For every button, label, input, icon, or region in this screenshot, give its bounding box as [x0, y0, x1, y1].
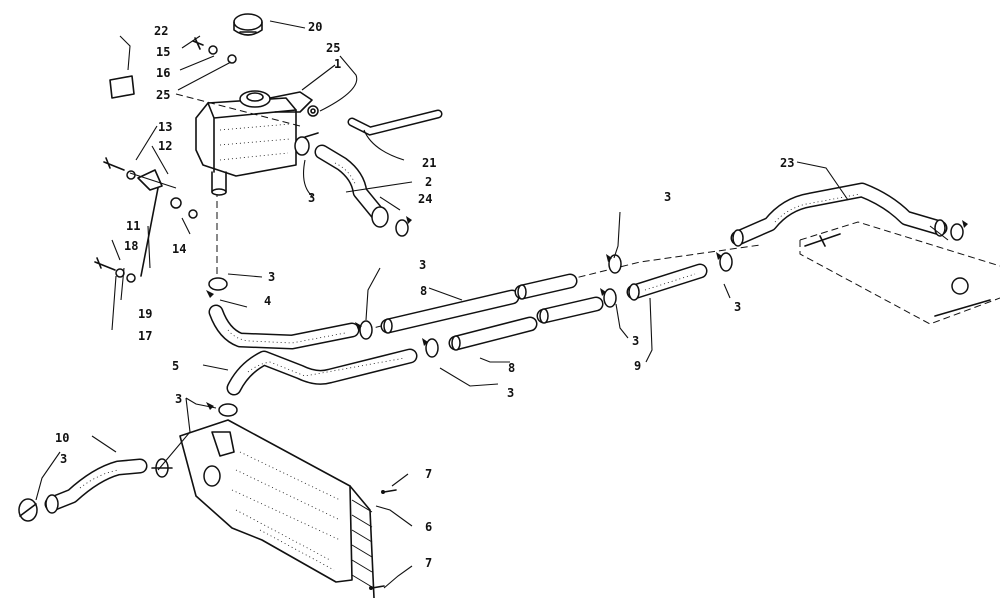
callout-19: 19 — [138, 307, 152, 321]
callout-11: 11 — [126, 219, 140, 233]
radiator-heat-exchanger — [179, 419, 375, 598]
callout-7b: 7 — [425, 556, 432, 570]
mounting-bracket — [94, 157, 198, 283]
callout-21: 21 — [422, 156, 436, 170]
callout-18: 18 — [124, 239, 138, 253]
callout-7a: 7 — [425, 467, 432, 481]
coolant-tube-short-upper — [514, 273, 578, 300]
overflow-hose — [347, 109, 443, 136]
callout-17: 17 — [138, 329, 152, 343]
callout-9: 9 — [634, 359, 641, 373]
callout-5: 5 — [172, 359, 179, 373]
hose-clamp-a — [294, 132, 319, 156]
callout-20: 20 — [308, 20, 322, 34]
connector-hose — [626, 263, 708, 301]
callout-2: 2 — [425, 175, 432, 189]
callout-14: 14 — [172, 242, 186, 256]
callout-4: 4 — [264, 294, 271, 308]
hose-clamp-g — [716, 252, 733, 272]
callout-22: 22 — [154, 24, 168, 38]
callout-8a: 8 — [420, 284, 427, 298]
callout-6: 6 — [425, 520, 432, 534]
hose-clamp-c — [355, 320, 373, 340]
decal-plate — [109, 75, 135, 99]
hose-clamp-i — [151, 458, 173, 478]
heat-exchanger-hose — [730, 182, 948, 247]
callout-16: 16 — [156, 66, 170, 80]
heat-exchanger-phantom — [799, 221, 1000, 325]
callout-3a: 3 — [308, 191, 315, 205]
coolant-reservoir-tank — [195, 90, 313, 196]
radiator-cap — [233, 13, 263, 36]
hose-clamp-l — [950, 220, 968, 241]
callout-labels: 1 2 3 3 3 3 3 3 3 3 3 4 5 6 7 7 8 8 9 10… — [55, 20, 794, 570]
callout-3h: 3 — [175, 392, 182, 406]
hose-clamp-h — [206, 402, 238, 417]
callout-3c: 3 — [419, 258, 426, 272]
engine-return-hose — [226, 348, 418, 396]
hose-clamp-f — [600, 288, 617, 308]
radiator-inlet-hose — [44, 458, 148, 514]
leader-lines — [35, 20, 949, 589]
hose-clamp-e — [606, 254, 622, 274]
reservoir-supply-hose — [208, 304, 360, 350]
hose-clamp-b — [206, 277, 228, 298]
coolant-tube-short-lower — [536, 296, 604, 324]
callout-3g: 3 — [734, 300, 741, 314]
hose-clamp-k — [395, 216, 412, 237]
callout-12: 12 — [158, 139, 172, 153]
callout-3b: 3 — [268, 270, 275, 284]
hose-clamp-d — [422, 338, 439, 358]
callout-3e: 3 — [664, 190, 671, 204]
callout-3i: 3 — [60, 452, 67, 466]
callout-1: 1 — [334, 57, 341, 71]
tank-fasteners — [192, 37, 319, 117]
callout-25a: 25 — [326, 41, 340, 55]
callout-8b: 8 — [508, 361, 515, 375]
mounting-screws — [369, 489, 397, 590]
callout-13: 13 — [158, 120, 172, 134]
tank-outlet-hose — [314, 144, 389, 228]
callout-3f: 3 — [632, 334, 639, 348]
callout-10: 10 — [55, 431, 69, 445]
hose-clamp-j — [18, 498, 38, 522]
coolant-tube-lower — [448, 316, 538, 351]
callout-15: 15 — [156, 45, 170, 59]
callout-24: 24 — [418, 192, 432, 206]
callout-25b: 25 — [156, 88, 170, 102]
callout-23: 23 — [780, 156, 794, 170]
coolant-tube-upper — [380, 289, 520, 334]
callout-3d: 3 — [507, 386, 514, 400]
